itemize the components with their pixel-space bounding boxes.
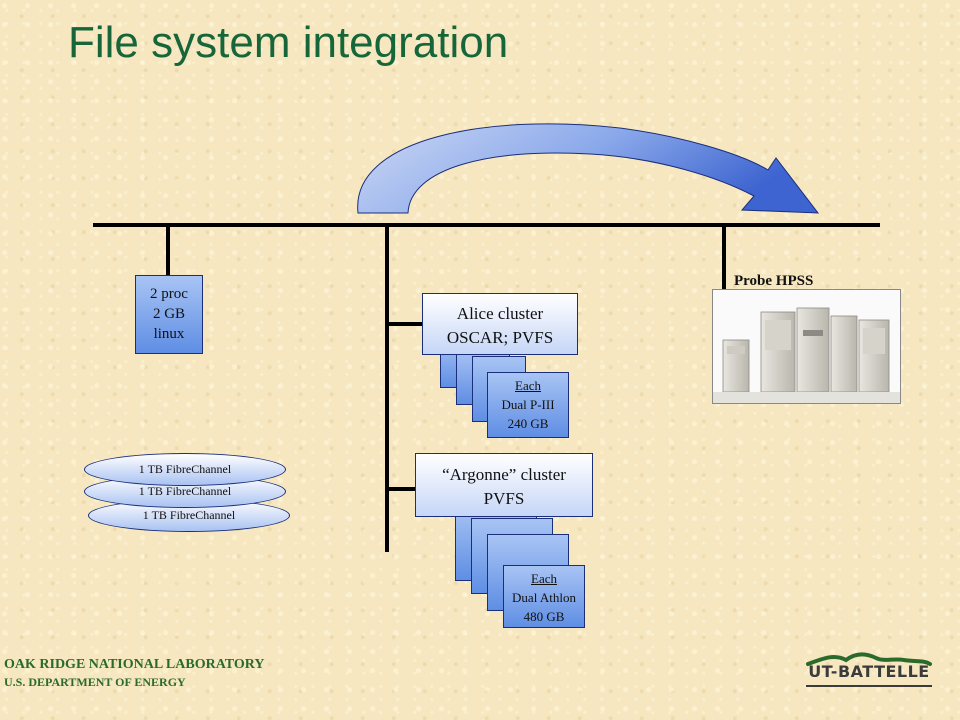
argonne-node: Each Dual Athlon 480 GB <box>503 565 585 628</box>
fibrechannel-disk-1: 1 TB FibreChannel <box>84 453 286 486</box>
logo-text: UT-BATTELLE <box>808 662 930 681</box>
alice-node-cpu: Dual P-III <box>501 397 555 412</box>
transfer-arrow <box>357 123 820 214</box>
alice-cluster-software: OSCAR; PVFS <box>446 328 554 347</box>
argonne-cluster-software: PVFS <box>483 489 525 508</box>
slide-title: File system integration <box>68 18 509 67</box>
host-os: linux <box>153 326 185 342</box>
probe-hpss-label: Probe HPSS <box>734 273 814 289</box>
argonne-cluster-name: “Argonne” cluster <box>442 465 566 484</box>
argonne-node-cpu: Dual Athlon <box>512 590 576 605</box>
host-link <box>166 226 170 276</box>
alice-node: Each Dual P-III 240 GB <box>487 372 569 438</box>
alice-node-disk: 240 GB <box>507 416 549 431</box>
argonne-link <box>388 487 415 491</box>
argonne-cluster-box: “Argonne” cluster PVFS <box>415 453 593 517</box>
hpss-link <box>722 226 726 290</box>
argonne-node-disk: 480 GB <box>523 609 565 624</box>
hpss-storage-photo <box>712 289 901 404</box>
alice-link <box>388 322 422 326</box>
argonne-node-each: Each <box>531 571 557 586</box>
host-node: 2 proc 2 GB linux <box>135 275 203 354</box>
footer-department: U.S. DEPARTMENT OF ENERGY <box>4 675 186 689</box>
alice-node-each: Each <box>515 378 541 393</box>
alice-cluster-name: Alice cluster <box>456 304 544 323</box>
ut-battelle-logo: UT-BATTELLE <box>804 650 934 692</box>
network-bus <box>93 223 880 227</box>
footer-lab-name: OAK RIDGE NATIONAL LABORATORY <box>4 657 265 672</box>
cluster-backbone <box>385 226 389 552</box>
host-cpu: 2 proc <box>150 286 188 302</box>
host-memory: 2 GB <box>152 306 186 322</box>
alice-cluster-box: Alice cluster OSCAR; PVFS <box>422 293 578 355</box>
